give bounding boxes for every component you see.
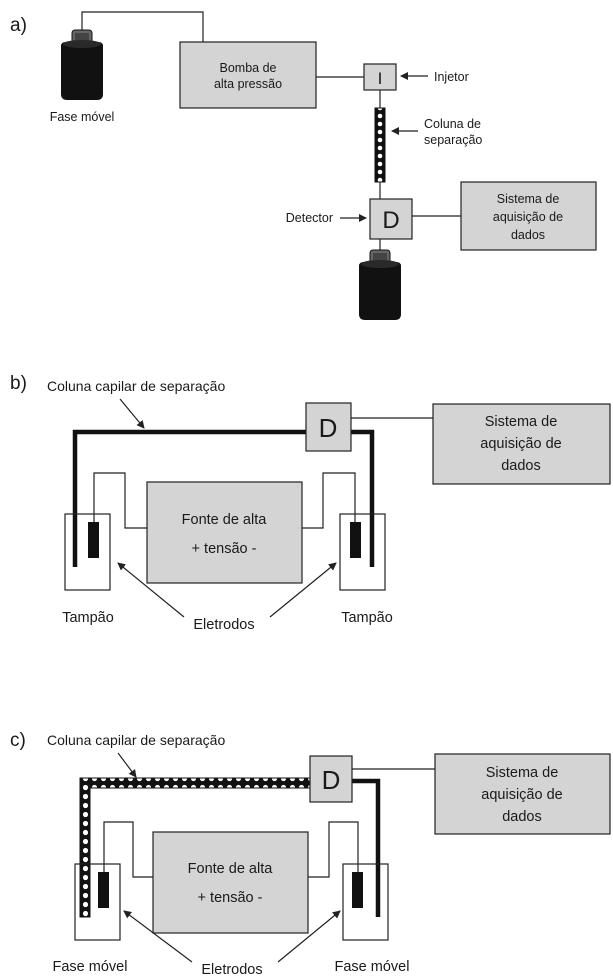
injector-label: Injetor bbox=[434, 70, 469, 84]
source-c-line2: + tensão - bbox=[198, 890, 263, 906]
daq-label-line3: dados bbox=[511, 228, 545, 242]
electrodes-label-b: Eletrodos bbox=[193, 617, 254, 633]
source-c-line1: Fonte de alta bbox=[188, 861, 274, 877]
daq-c-line2: aquisição de bbox=[481, 787, 562, 803]
right-electrode-wire-c bbox=[308, 821, 359, 878]
capillary-column-b-right bbox=[351, 429, 375, 567]
right-mobile-phase-vial-c bbox=[342, 863, 389, 941]
capillary-arrow-c bbox=[117, 752, 137, 778]
capillary-column-b-left bbox=[72, 429, 306, 567]
mobile-phase-label: Fase móvel bbox=[50, 110, 115, 124]
left-electrode-wire-c bbox=[103, 821, 153, 878]
electrodes-label-c: Eletrodos bbox=[201, 962, 262, 977]
left-vial-label-b: Tampão bbox=[62, 610, 114, 626]
right-electrode-b bbox=[350, 522, 361, 558]
detector bbox=[369, 198, 413, 240]
pump-label-line2: alta pressão bbox=[214, 77, 282, 91]
daq-b-line1: Sistema de bbox=[485, 414, 558, 430]
detector-c bbox=[309, 755, 353, 803]
detector-label: Detector bbox=[286, 211, 333, 225]
capillary-label-b: Coluna capilar de separação bbox=[47, 378, 225, 394]
data-acquisition-system-c bbox=[434, 753, 611, 835]
electrode-arrow-right-c bbox=[277, 910, 341, 963]
electrode-arrow-left-b bbox=[117, 562, 185, 618]
daq-b-line2: aquisição de bbox=[480, 436, 561, 452]
daq-label-line2: aquisição de bbox=[493, 210, 563, 224]
panel-c-tag: c) bbox=[10, 730, 26, 751]
data-acquisition-system bbox=[460, 181, 597, 251]
column-label-line1: Coluna de bbox=[424, 117, 481, 131]
capillary-column-c-right bbox=[352, 778, 381, 917]
panel-a-tag: a) bbox=[10, 15, 27, 36]
capillary-label-c: Coluna capilar de separação bbox=[47, 732, 225, 748]
capillary-arrow-b bbox=[119, 398, 145, 429]
source-b-line1: Fonte de alta bbox=[182, 512, 268, 528]
panel-c: c) Coluna capilar de separação D Sistema… bbox=[10, 730, 611, 977]
panel-b-tag: b) bbox=[10, 373, 27, 394]
waste-bottle-icon bbox=[358, 249, 402, 321]
left-electrode-b bbox=[88, 522, 99, 558]
injector-letter: I bbox=[378, 69, 383, 88]
daq-label-line1: Sistema de bbox=[497, 192, 560, 206]
source-b-line2: + tensão - bbox=[192, 541, 257, 557]
electrode-arrow-right-b bbox=[269, 562, 337, 618]
high-voltage-source-b bbox=[146, 481, 303, 584]
left-buffer-vial-b bbox=[64, 513, 111, 591]
detector-letter: D bbox=[382, 207, 399, 234]
mobile-phase-bottle-icon bbox=[60, 29, 104, 101]
daq-b-line3: dados bbox=[501, 458, 541, 474]
detector-b bbox=[305, 402, 352, 452]
panel-b: b) Coluna capilar de separação D Sistema… bbox=[10, 373, 611, 633]
detector-b-letter: D bbox=[319, 413, 338, 443]
high-voltage-source-c bbox=[152, 831, 309, 934]
feed-line bbox=[81, 11, 204, 42]
data-acquisition-system-b bbox=[432, 403, 611, 485]
daq-c-line1: Sistema de bbox=[486, 765, 559, 781]
electrode-arrow-left-c bbox=[123, 910, 193, 963]
right-vial-label-c: Fase móvel bbox=[335, 959, 410, 975]
daq-c-line3: dados bbox=[502, 809, 542, 825]
high-pressure-pump bbox=[179, 41, 317, 109]
right-vial-label-b: Tampão bbox=[341, 610, 393, 626]
right-electrode-wire-b bbox=[302, 472, 356, 529]
column-label-line2: separação bbox=[424, 133, 482, 147]
left-mobile-phase-vial-c bbox=[74, 863, 121, 941]
left-electrode-c bbox=[98, 872, 109, 908]
separation-column bbox=[374, 107, 386, 183]
panel-a: a) Fase móvel Bomba de alta pressão I In… bbox=[10, 11, 597, 321]
pump-label-line1: Bomba de bbox=[220, 61, 277, 75]
left-electrode-wire-b bbox=[93, 472, 147, 529]
right-buffer-vial-b bbox=[339, 513, 386, 591]
right-electrode-c bbox=[352, 872, 363, 908]
detector-c-letter: D bbox=[322, 765, 341, 795]
left-vial-label-c: Fase móvel bbox=[53, 959, 128, 975]
